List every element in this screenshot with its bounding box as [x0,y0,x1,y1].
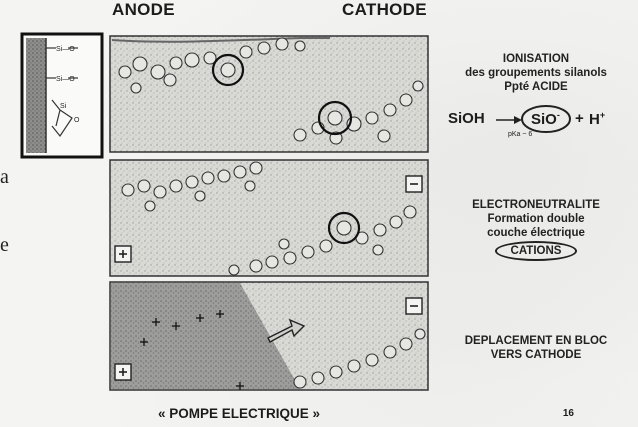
panel-note: Ppté ACIDE [436,80,636,94]
wall-group-label: O [74,117,80,124]
formula-plus: + [575,110,584,127]
wall-group-label: Si—O [56,46,75,53]
wall-group-label: Si—O [56,76,75,83]
wall-group-label: Si [60,103,67,110]
footer-title: « POMPE ELECTRIQUE » [158,406,320,421]
formula-graphics [494,104,628,144]
formula-pka: pKa ~ 6 [508,131,532,138]
formula-product-ion: SiO- [531,110,560,128]
panel-title: ELECTRONEUTRALITE [436,198,636,212]
panel-line: couche électrique [436,226,636,240]
deplacement-text-block: DEPLACEMENT EN BLOC VERS CATHODE [436,334,636,362]
cations-highlight: CATIONS [495,241,578,261]
panel-deplacement [110,282,428,390]
panel-title: DEPLACEMENT EN BLOC [436,334,636,348]
page-number: 16 [563,408,574,419]
panel-subtitle: des groupements silanols [436,66,636,80]
formula-proton: H+ [589,110,605,128]
panel-title: IONISATION [436,52,636,66]
panel-line: VERS CATHODE [436,348,636,362]
panel-electroneutralite [110,160,428,276]
electroneutralite-text-block: ELECTRONEUTRALITE Formation double couch… [436,198,636,261]
reaction-arrow-icon [514,116,522,124]
formula-reactant: SiOH [448,110,485,127]
ionisation-formula: SiOH SiO- + H+ pKa ~ 6 [448,104,628,144]
panel-line: Formation double [436,212,636,226]
ionisation-text-block: IONISATION des groupements silanols Ppté… [436,52,636,94]
panel-ionisation [110,36,428,152]
capillary-wall-diagram: Si—O Si—O Si O [22,34,102,157]
